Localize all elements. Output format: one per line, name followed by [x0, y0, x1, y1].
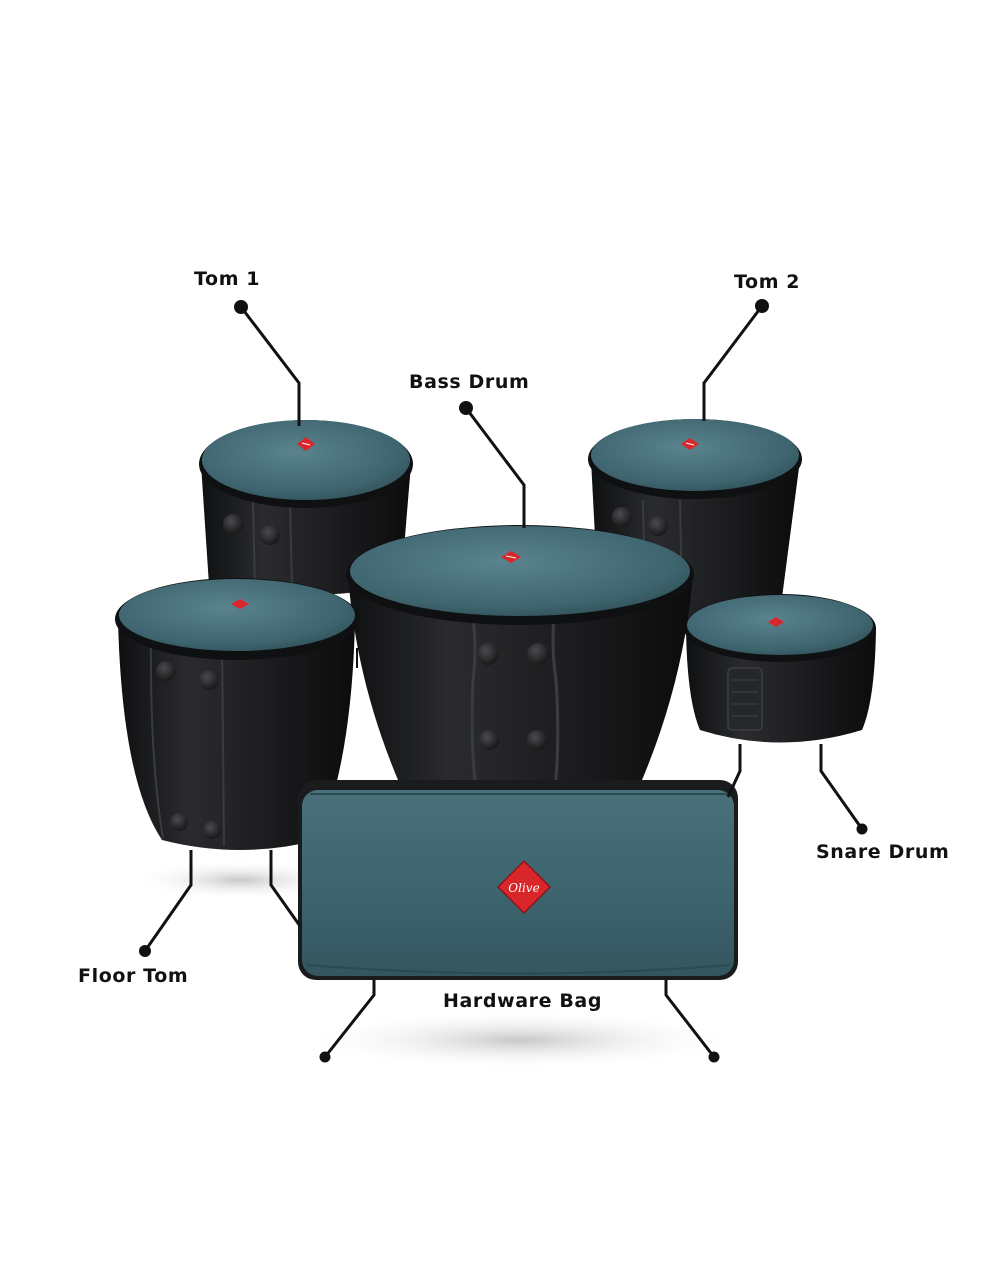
bass-button [527, 730, 547, 750]
bass-callout-dot [459, 401, 473, 415]
snare-callout-line [819, 744, 864, 830]
tom1-button [223, 514, 243, 534]
snare-drum-case [684, 594, 876, 743]
hardware-callout-dot [708, 1051, 720, 1063]
tom2-callout-dot [755, 299, 769, 313]
logo-text: Olive [508, 881, 539, 895]
tom1-callout-line [239, 306, 301, 426]
hardware-bag-label: Hardware Bag [443, 990, 603, 1012]
tom2-button [612, 507, 632, 527]
hardware-bag: Olive [298, 780, 738, 980]
tom2-lid [591, 419, 799, 491]
diamond-logo-icon [681, 438, 699, 450]
olive-logo-badge: Olive [496, 859, 552, 915]
callout-dots [139, 299, 868, 1063]
snare-callout-dot [856, 823, 868, 835]
tom2-label: Tom 2 [734, 271, 801, 293]
tom1-button [260, 525, 280, 545]
snare-callout-line [726, 744, 742, 798]
floor-tom-callout-line [269, 850, 302, 927]
hardware-callout-dot [319, 1051, 331, 1063]
bass-button [479, 730, 499, 750]
hardware-callout-line [323, 980, 376, 1058]
tom2-button [648, 516, 668, 536]
floor-shadow [130, 860, 350, 900]
floor-tom-button [199, 670, 219, 690]
floor-tom-button [203, 821, 221, 839]
tom2-case [588, 419, 802, 622]
tom2-callout-line [702, 305, 764, 421]
diamond-logo-icon [297, 437, 315, 451]
bass-callout-line [464, 407, 526, 528]
diamond-logo-icon [501, 551, 521, 563]
bass-lid [350, 526, 690, 616]
hardware-callout-line [664, 980, 716, 1058]
floor-tom-callout-dot [139, 945, 151, 957]
tom1-lid [202, 420, 410, 500]
floor-shadow [300, 1010, 740, 1070]
snare-lid [687, 595, 873, 655]
floor-tom-button [170, 813, 188, 831]
tom1-label: Tom 1 [194, 268, 261, 290]
floor-tom-lid [119, 579, 355, 651]
tom1-callout-dot [234, 300, 248, 314]
diamond-logo-icon [768, 617, 784, 627]
bass-drum-case [346, 525, 694, 791]
bass-drum-label: Bass Drum [409, 371, 530, 393]
snare-drum-label: Snare Drum [816, 841, 950, 863]
diamond-logo-icon [231, 599, 249, 609]
floor-tom-case [115, 578, 359, 850]
floor-tom-label: Floor Tom [78, 965, 189, 987]
bass-button [527, 643, 549, 665]
bass-button [477, 643, 499, 665]
floor-tom-callout-line [143, 850, 193, 952]
callout-lines [143, 305, 864, 1058]
floor-tom-button [156, 661, 176, 681]
snare-handle [727, 667, 763, 731]
